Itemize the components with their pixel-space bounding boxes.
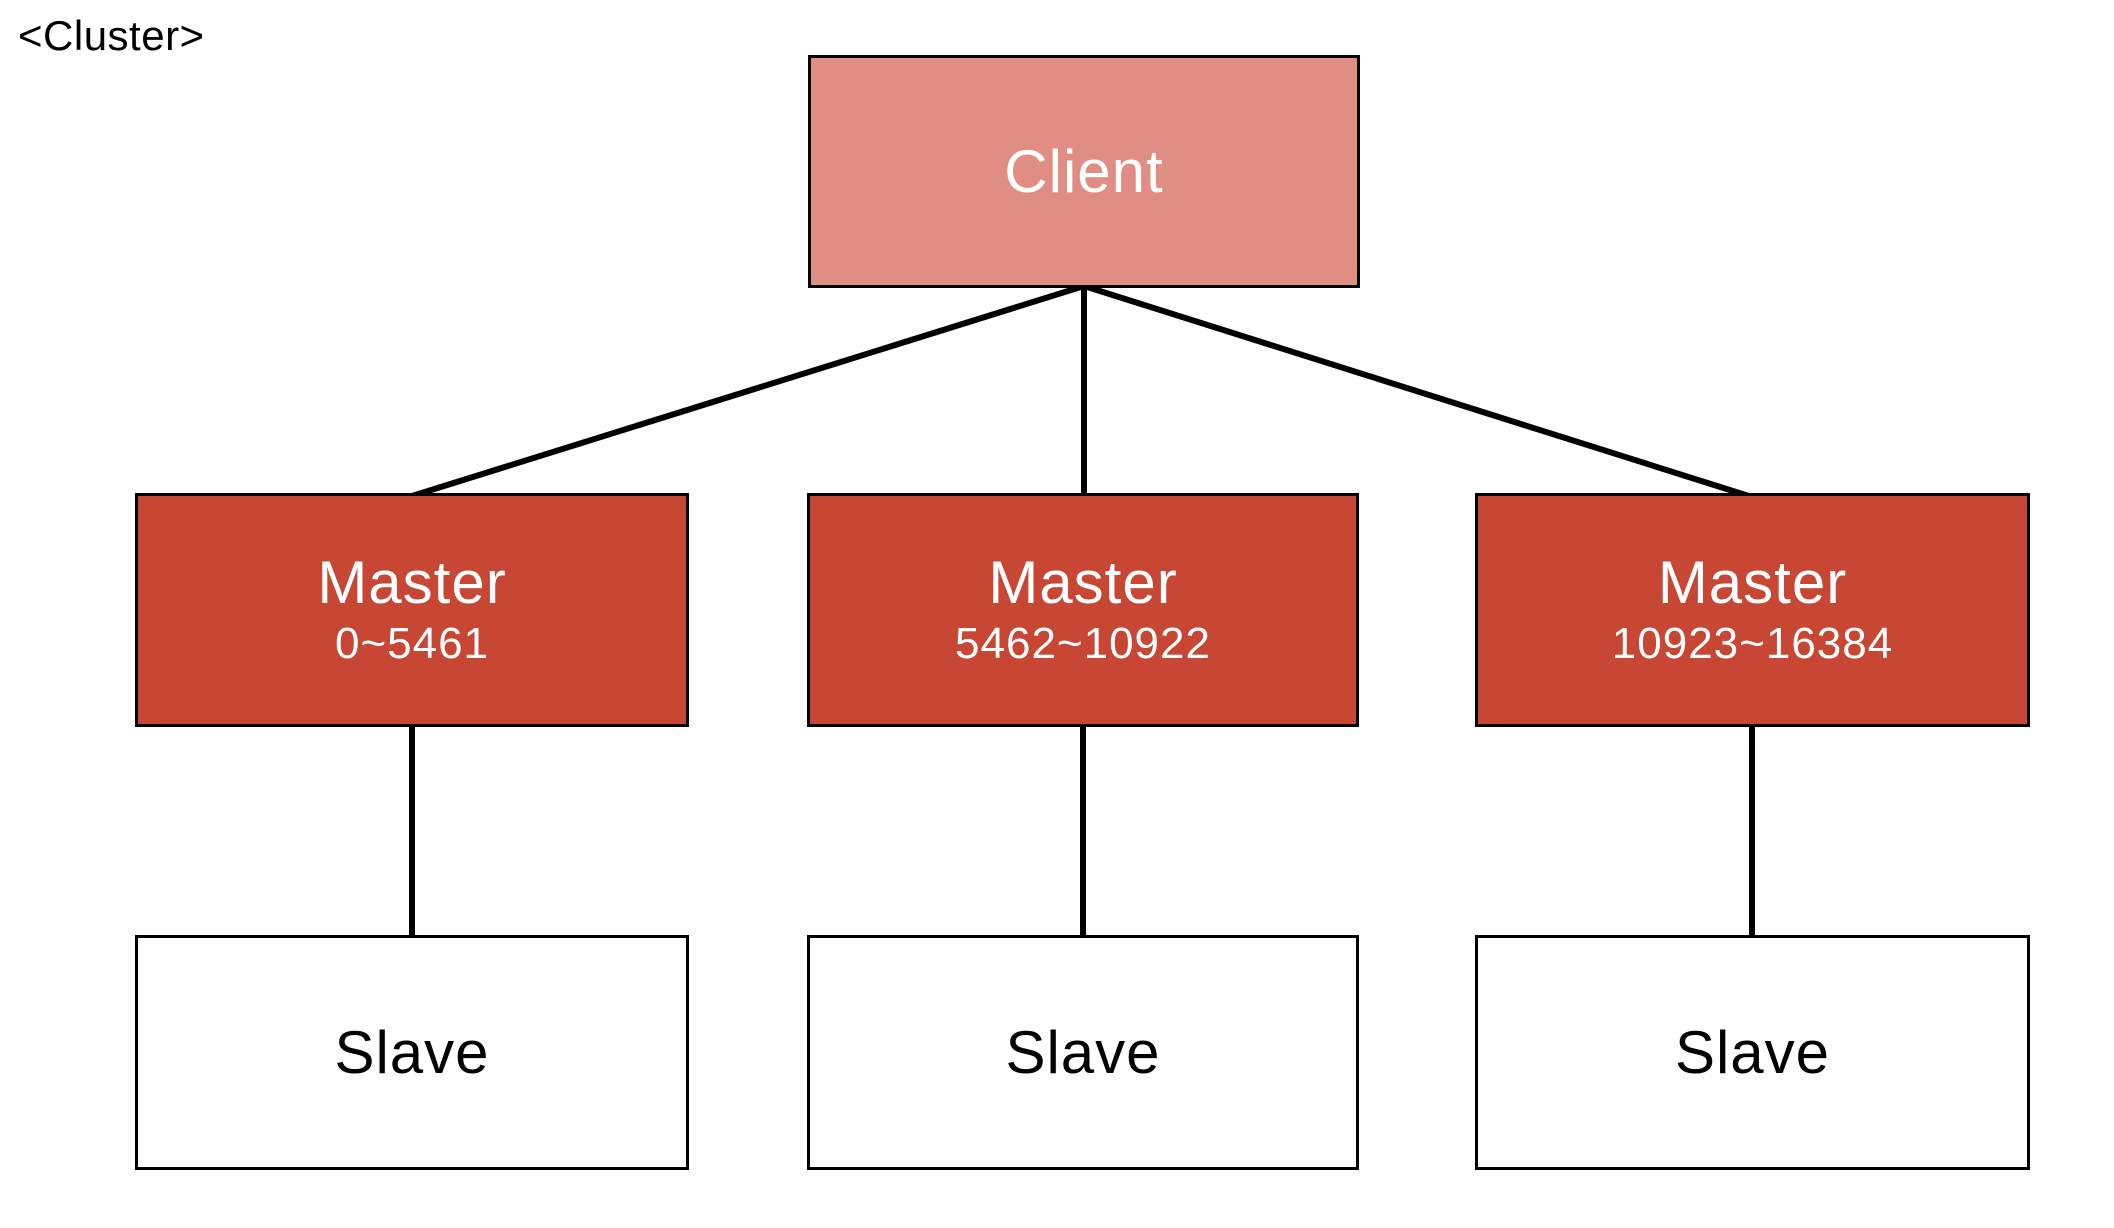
master-3-slot-range: 10923~16384 (1611, 619, 1894, 668)
master-1-slot-range: 0~5461 (334, 619, 490, 668)
slave-2-label: Slave (1005, 1018, 1161, 1086)
slave-node-3: Slave (1475, 935, 2030, 1170)
master-node-2: Master 5462~10922 (807, 493, 1359, 727)
master-node-3: Master 10923~16384 (1475, 493, 2030, 727)
master-1-label: Master (317, 549, 507, 616)
slave-1-label: Slave (334, 1018, 490, 1086)
edge-client-to-master-3 (1083, 283, 1753, 500)
slave-node-1: Slave (135, 935, 689, 1170)
master-node-1: Master 0~5461 (135, 493, 689, 727)
slave-node-2: Slave (807, 935, 1359, 1170)
master-2-label: Master (988, 549, 1178, 616)
edge-client-to-master-1 (411, 283, 1085, 499)
master-2-slot-range: 5462~10922 (955, 619, 1211, 668)
master-3-label: Master (1657, 549, 1848, 616)
cluster-title-label: <Cluster> (18, 12, 205, 59)
slave-3-label: Slave (1674, 1018, 1831, 1086)
client-node: Client (808, 55, 1360, 288)
client-label: Client (1004, 137, 1164, 205)
